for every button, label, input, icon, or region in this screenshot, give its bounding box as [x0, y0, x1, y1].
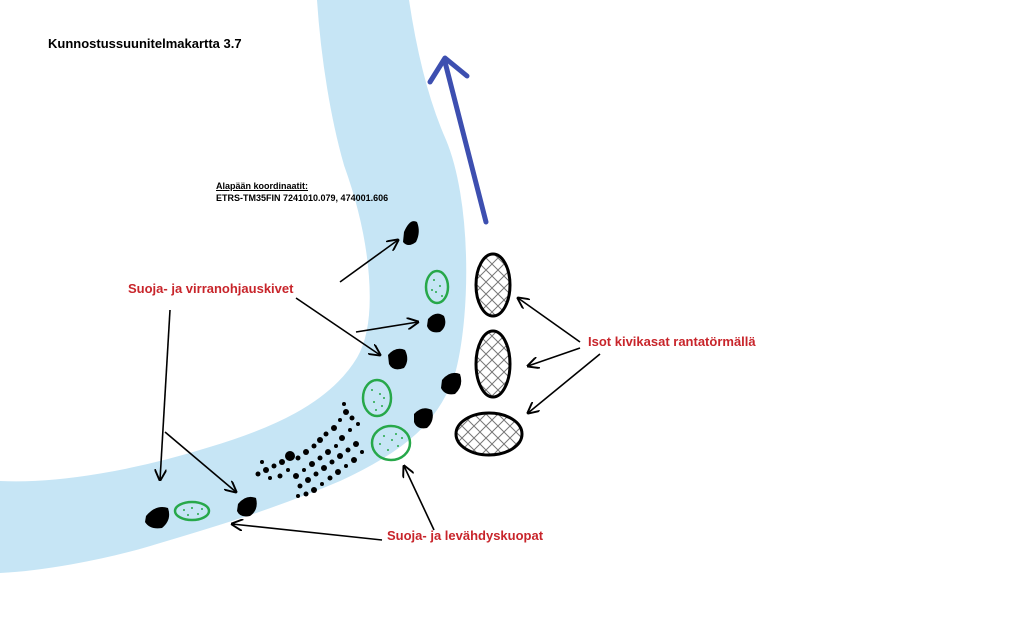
- coordinates-heading: Alapään koordinaatit:: [216, 181, 309, 191]
- stone-icon: [403, 221, 419, 245]
- stone-icon: [441, 372, 462, 395]
- pool-dots: [183, 279, 443, 516]
- pool-icon: [370, 424, 412, 462]
- stone-icon: [237, 496, 257, 517]
- pool-icon: [173, 500, 211, 522]
- label-guide-stones: Suoja- ja virranohjauskivet: [128, 281, 294, 296]
- rock-pile-icon: [474, 329, 512, 399]
- stone-icon: [427, 313, 446, 333]
- stone-icon: [414, 408, 433, 429]
- rock-pile-icon: [454, 411, 524, 457]
- pool-icon: [361, 378, 393, 418]
- flow-direction-arrow-icon: [427, 55, 489, 225]
- pool-icon: [424, 269, 450, 305]
- rock-piles: [454, 252, 524, 457]
- annotation-arrows: [160, 240, 601, 541]
- stone-icon: [388, 348, 408, 370]
- stone-icon: [145, 507, 170, 529]
- rock-pile-icon: [474, 252, 512, 318]
- gravel-bed: [255, 402, 364, 498]
- label-rest-pools: Suoja- ja levähdyskuopat: [387, 528, 544, 543]
- rest-pools: [173, 269, 450, 522]
- coordinates-value: ETRS-TM35FIN 7241010.079, 474001.606: [216, 193, 389, 203]
- map-title: Kunnostussuunitelmakartta 3.7: [48, 36, 242, 51]
- label-rock-piles: Isot kivikasat rantatörmällä: [588, 334, 756, 349]
- guide-stones: [145, 221, 462, 529]
